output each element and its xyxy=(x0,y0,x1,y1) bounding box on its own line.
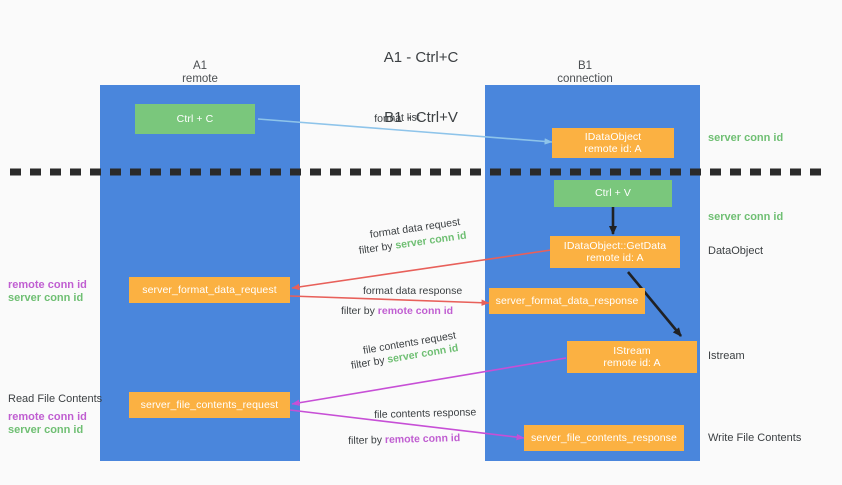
node-server-file-contents-request[interactable]: server_file_contents_request xyxy=(129,392,290,418)
node-ctrl-v-label: Ctrl + V xyxy=(594,187,632,200)
annotation-server-conn-id-second: server conn id xyxy=(708,211,784,223)
annotation-istream: Istream xyxy=(708,350,745,362)
annotation-server-conn-id-top: server conn id xyxy=(708,132,784,144)
node-ctrl-c[interactable]: Ctrl + C xyxy=(135,104,255,134)
annotation-file-remote-conn-id: remote conn id xyxy=(8,411,87,423)
node-ctrl-v[interactable]: Ctrl + V xyxy=(554,180,672,207)
annotation-write-file-contents: Write File Contents xyxy=(708,432,802,444)
node-istream-remote-id: remote id: A xyxy=(603,357,661,369)
edge-filter-prefix: filter by xyxy=(350,353,389,372)
column-header-b1: B1 connection xyxy=(485,60,685,86)
node-getdata-remote-id: remote id: A xyxy=(586,252,644,264)
edge-label-format-data-response: format data response xyxy=(363,285,463,297)
node-istream[interactable]: IStream remote id: A xyxy=(567,341,697,373)
node-server-format-data-response[interactable]: server_format_data_response xyxy=(489,288,645,314)
column-a1-role: remote xyxy=(182,73,218,85)
node-idataobject-label: IDataObject xyxy=(584,130,642,143)
column-a1-name: A1 xyxy=(192,60,208,72)
edge-filter-file-contents-response: filter by remote conn id xyxy=(348,431,460,448)
edge-label-file-contents-response: file contents response xyxy=(374,406,477,421)
edge-label-format-list: format list xyxy=(374,111,420,125)
node-server-file-contents-response-label: server_file_contents_response xyxy=(531,431,677,444)
annotation-format-server-conn-id: server conn id xyxy=(8,292,84,304)
edge-filter-prefix: filter by xyxy=(358,239,397,257)
node-server-file-contents-request-label: server_file_contents_request xyxy=(140,398,279,411)
node-idataobject-remote-id: remote id: A xyxy=(584,143,642,155)
node-idataobject-getdata[interactable]: IDataObject::GetData remote id: A xyxy=(550,236,680,268)
annotation-file-server-conn-id: server conn id xyxy=(8,424,84,436)
edge-filter-prefix: filter by xyxy=(348,434,386,447)
node-server-format-data-response-label: server_format_data_response xyxy=(495,294,639,307)
edge-filter-format-data-response: filter by remote conn id xyxy=(341,304,453,318)
annotation-dataobject: DataObject xyxy=(708,245,764,257)
node-server-file-contents-response[interactable]: server_file_contents_response xyxy=(524,425,684,451)
column-header-a1: A1 remote xyxy=(100,60,300,86)
node-getdata-label: IDataObject::GetData xyxy=(563,239,667,252)
node-server-format-data-request-label: server_format_data_request xyxy=(142,283,277,296)
node-server-format-data-request[interactable]: server_format_data_request xyxy=(129,277,290,303)
column-b1-role: connection xyxy=(557,73,613,85)
edge-filter-value: remote conn id xyxy=(377,305,454,317)
annotation-format-remote-conn-id: remote conn id xyxy=(8,279,87,291)
title-line-1: A1 - Ctrl+C xyxy=(383,49,459,66)
node-ctrl-c-label: Ctrl + C xyxy=(176,112,214,125)
node-idataobject[interactable]: IDataObject remote id: A xyxy=(552,128,674,158)
column-b1-name: B1 xyxy=(577,60,593,72)
edge-filter-prefix: filter by xyxy=(341,305,378,317)
node-istream-label: IStream xyxy=(613,344,651,357)
annotation-read-file-contents: Read File Contents xyxy=(8,393,103,405)
edge-filter-value: remote conn id xyxy=(384,432,461,447)
